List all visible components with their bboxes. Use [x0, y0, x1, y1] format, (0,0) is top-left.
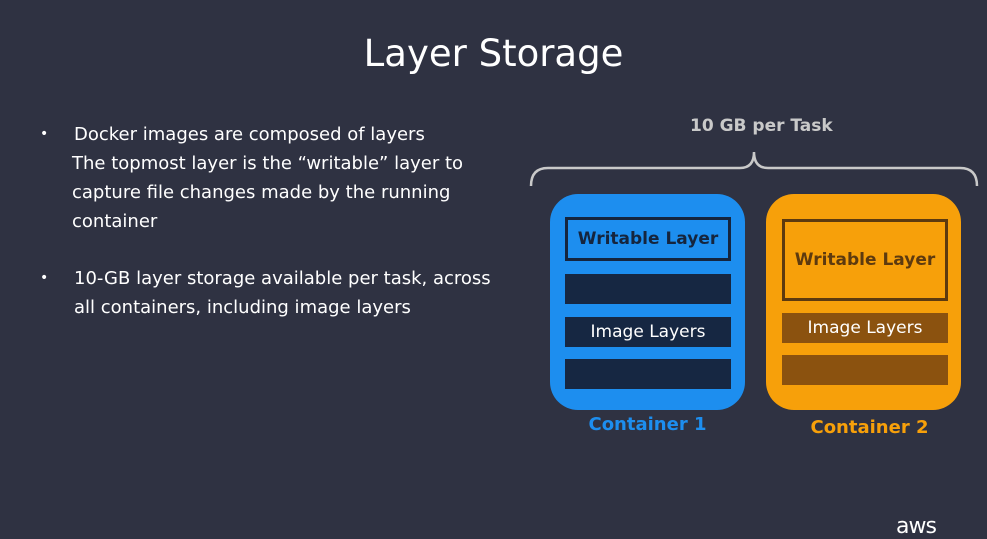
image-layers-label: Image Layers [782, 313, 948, 343]
container-1-box: Writable Layer Image Layers [550, 194, 745, 410]
writable-layer: Writable Layer [782, 219, 948, 301]
slide-title: Layer Storage [363, 32, 624, 75]
image-layer-block [565, 274, 731, 304]
bullet-dot: • [40, 126, 49, 142]
bullet-dot: • [40, 270, 49, 286]
aws-logo: aws [896, 514, 937, 539]
container-2-box: Writable Layer Image Layers [766, 194, 961, 410]
bullet-text-2: 10-GB layer storage available per task, … [74, 268, 491, 318]
image-layers-label: Image Layers [565, 317, 731, 347]
writable-layer: Writable Layer [565, 217, 731, 261]
bullet-text-1: Docker images are composed of layers [74, 124, 425, 145]
image-layer-block [782, 355, 948, 385]
container-2-label: Container 2 [810, 417, 929, 438]
bracket-label: 10 GB per Task [690, 116, 833, 136]
bullet-subtext-1: The topmost layer is the “writable” laye… [72, 153, 464, 232]
container-1-label: Container 1 [588, 414, 707, 435]
image-layer-block [565, 359, 731, 389]
curly-brace [529, 151, 979, 187]
